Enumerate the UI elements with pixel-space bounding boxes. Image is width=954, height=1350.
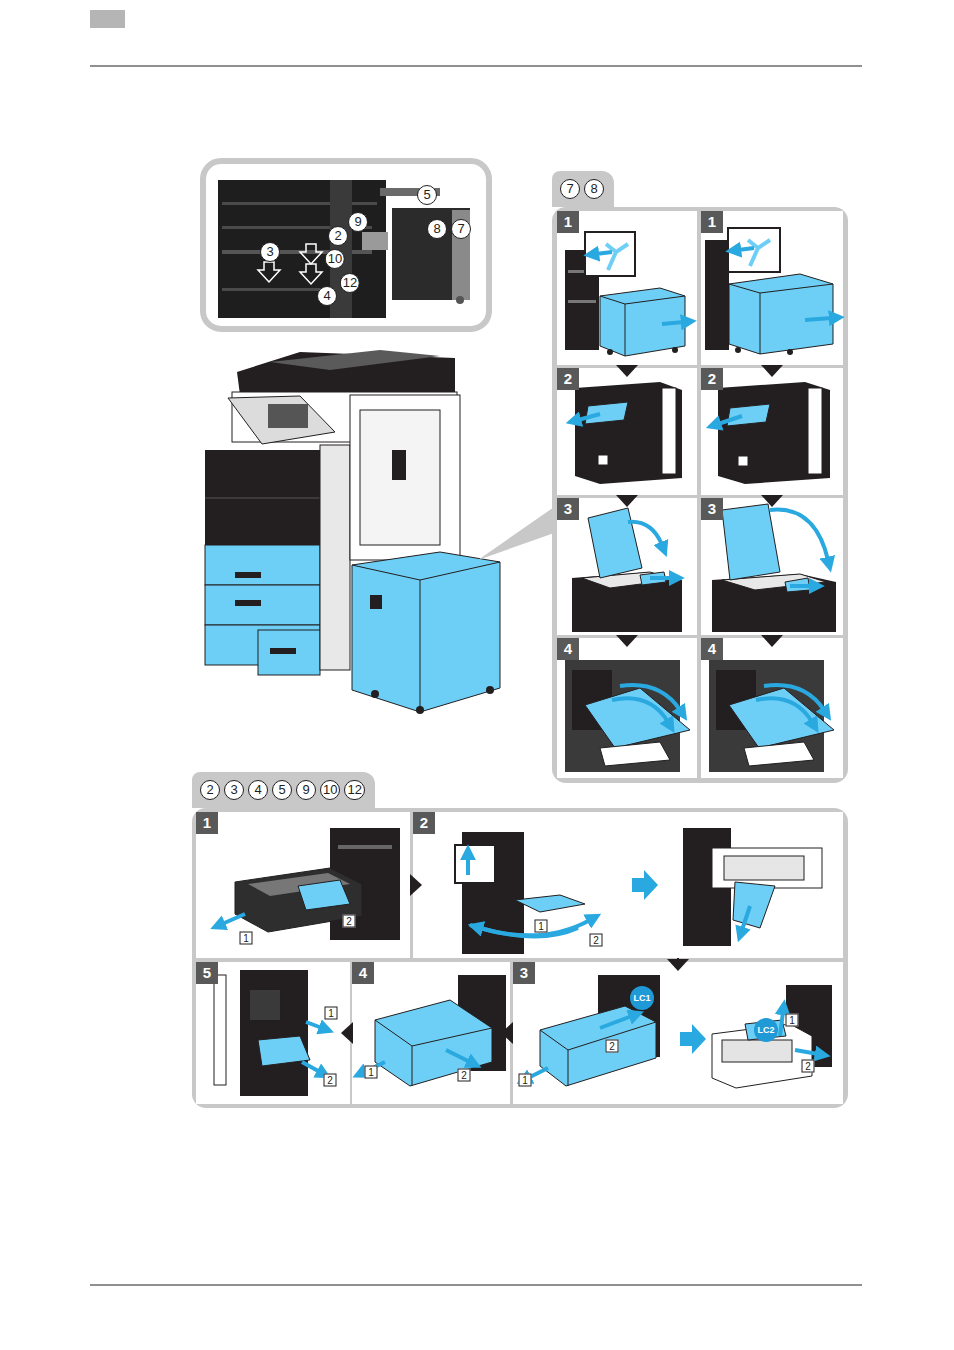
step-arrow [350, 1032, 352, 1034]
substep-number: 2 [458, 1069, 471, 1082]
step-panel: 4 [352, 962, 510, 1104]
callout-number: 5 [417, 185, 437, 205]
substep-number: 1 [786, 1014, 799, 1027]
lc-badge: LC1 [630, 986, 654, 1010]
substep-number: 2 [324, 1074, 337, 1087]
callout-number: 4 [317, 286, 337, 306]
step-badge-holder: 1 [196, 812, 218, 834]
step-badge-holder: 4 [557, 638, 579, 660]
step-number: 5 [196, 962, 218, 984]
lc-badge: LC2 [754, 1018, 778, 1042]
step-arrow [626, 635, 628, 638]
section-number: 3 [224, 780, 244, 800]
step-badge-holder: 5 [196, 962, 218, 984]
callout-number: 2 [328, 226, 348, 246]
callout-number: 9 [348, 212, 368, 232]
step-arrow [626, 495, 628, 498]
step-number: 2 [557, 368, 579, 390]
step-number: 4 [701, 638, 723, 660]
substep-number: 1 [325, 1007, 338, 1020]
step-badge-holder: 4 [352, 962, 374, 984]
step-badge-holder: 1 [557, 211, 579, 233]
step-number: 1 [196, 812, 218, 834]
section-number: 2 [200, 780, 220, 800]
section-number: 10 [320, 780, 340, 800]
section-number: 5 [272, 780, 292, 800]
step-arrow [771, 635, 773, 638]
step-group-panel: 7811223344 [552, 207, 848, 783]
step-arrow [771, 365, 773, 368]
step-panel: 4 [701, 638, 843, 778]
substep-number: 2 [802, 1060, 815, 1073]
step-number: 2 [701, 368, 723, 390]
step-badge-holder: 2 [557, 368, 579, 390]
step-badge-holder: 2 [701, 368, 723, 390]
section-number: 4 [248, 780, 268, 800]
step-arrow [771, 495, 773, 498]
step-number: 4 [352, 962, 374, 984]
step-arrow [626, 365, 628, 368]
step-number: 1 [557, 211, 579, 233]
step-badge-holder: 3 [513, 962, 535, 984]
step-badge-holder: 4 [701, 638, 723, 660]
substep-number: 2 [590, 934, 603, 947]
step-badge-holder: 3 [701, 498, 723, 520]
callout-number: 12 [340, 273, 360, 293]
step-arrow [510, 1032, 513, 1034]
substep-number: 2 [606, 1040, 619, 1053]
substep-number: 2 [343, 915, 356, 928]
callout-number: 3 [260, 242, 280, 262]
step-badge-holder: 3 [557, 498, 579, 520]
substep-number: 1 [365, 1066, 378, 1079]
step-panel: 2 [701, 368, 843, 495]
section-number: 8 [584, 179, 604, 199]
callout-number: 7 [451, 219, 471, 239]
substep-number: 1 [240, 932, 253, 945]
step-number: 4 [557, 638, 579, 660]
step-panel: 4 [557, 638, 697, 778]
step-panel: 3 [513, 962, 843, 1104]
step-badge-holder: 2 [413, 812, 435, 834]
step-arrow [677, 958, 679, 962]
step-panel: 3 [557, 498, 697, 635]
step-panel: 2 [557, 368, 697, 495]
step-panel: 1 [701, 211, 843, 365]
step-arrow [410, 884, 413, 886]
step-badge-holder: 1 [701, 211, 723, 233]
callout-number: 8 [427, 219, 447, 239]
section-number: 9 [296, 780, 316, 800]
step-panel: 1 [557, 211, 697, 365]
substep-number: 1 [535, 920, 548, 933]
substep-number: 1 [519, 1074, 532, 1087]
step-number: 3 [557, 498, 579, 520]
step-group-panel: 23459101212543 [192, 808, 848, 1108]
step-number: 3 [701, 498, 723, 520]
section-tab: 78 [552, 171, 614, 207]
step-panel: 3 [701, 498, 843, 635]
step-panel: 1 [196, 812, 410, 958]
step-number: 1 [701, 211, 723, 233]
section-number: 7 [560, 179, 580, 199]
section-tab: 234591012 [192, 772, 375, 808]
step-number: 2 [413, 812, 435, 834]
section-number: 12 [344, 780, 364, 800]
step-number: 3 [513, 962, 535, 984]
step-panel: 2 [413, 812, 843, 958]
callout-number: 10 [325, 249, 345, 269]
